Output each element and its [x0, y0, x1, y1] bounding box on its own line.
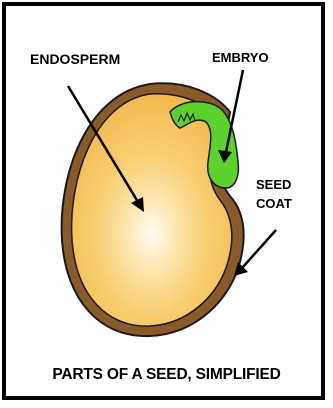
embryo-label: EMBRYO [212, 50, 269, 65]
seed-coat-label-line1: SEED [256, 177, 291, 192]
seed-coat-label-line2: COAT [256, 196, 292, 211]
figure-caption: PARTS OF A SEED, SIMPLIFIED [6, 366, 327, 384]
seed-coat-pointer-line [242, 230, 276, 268]
endosperm-label: ENDOSPERM [30, 51, 120, 67]
